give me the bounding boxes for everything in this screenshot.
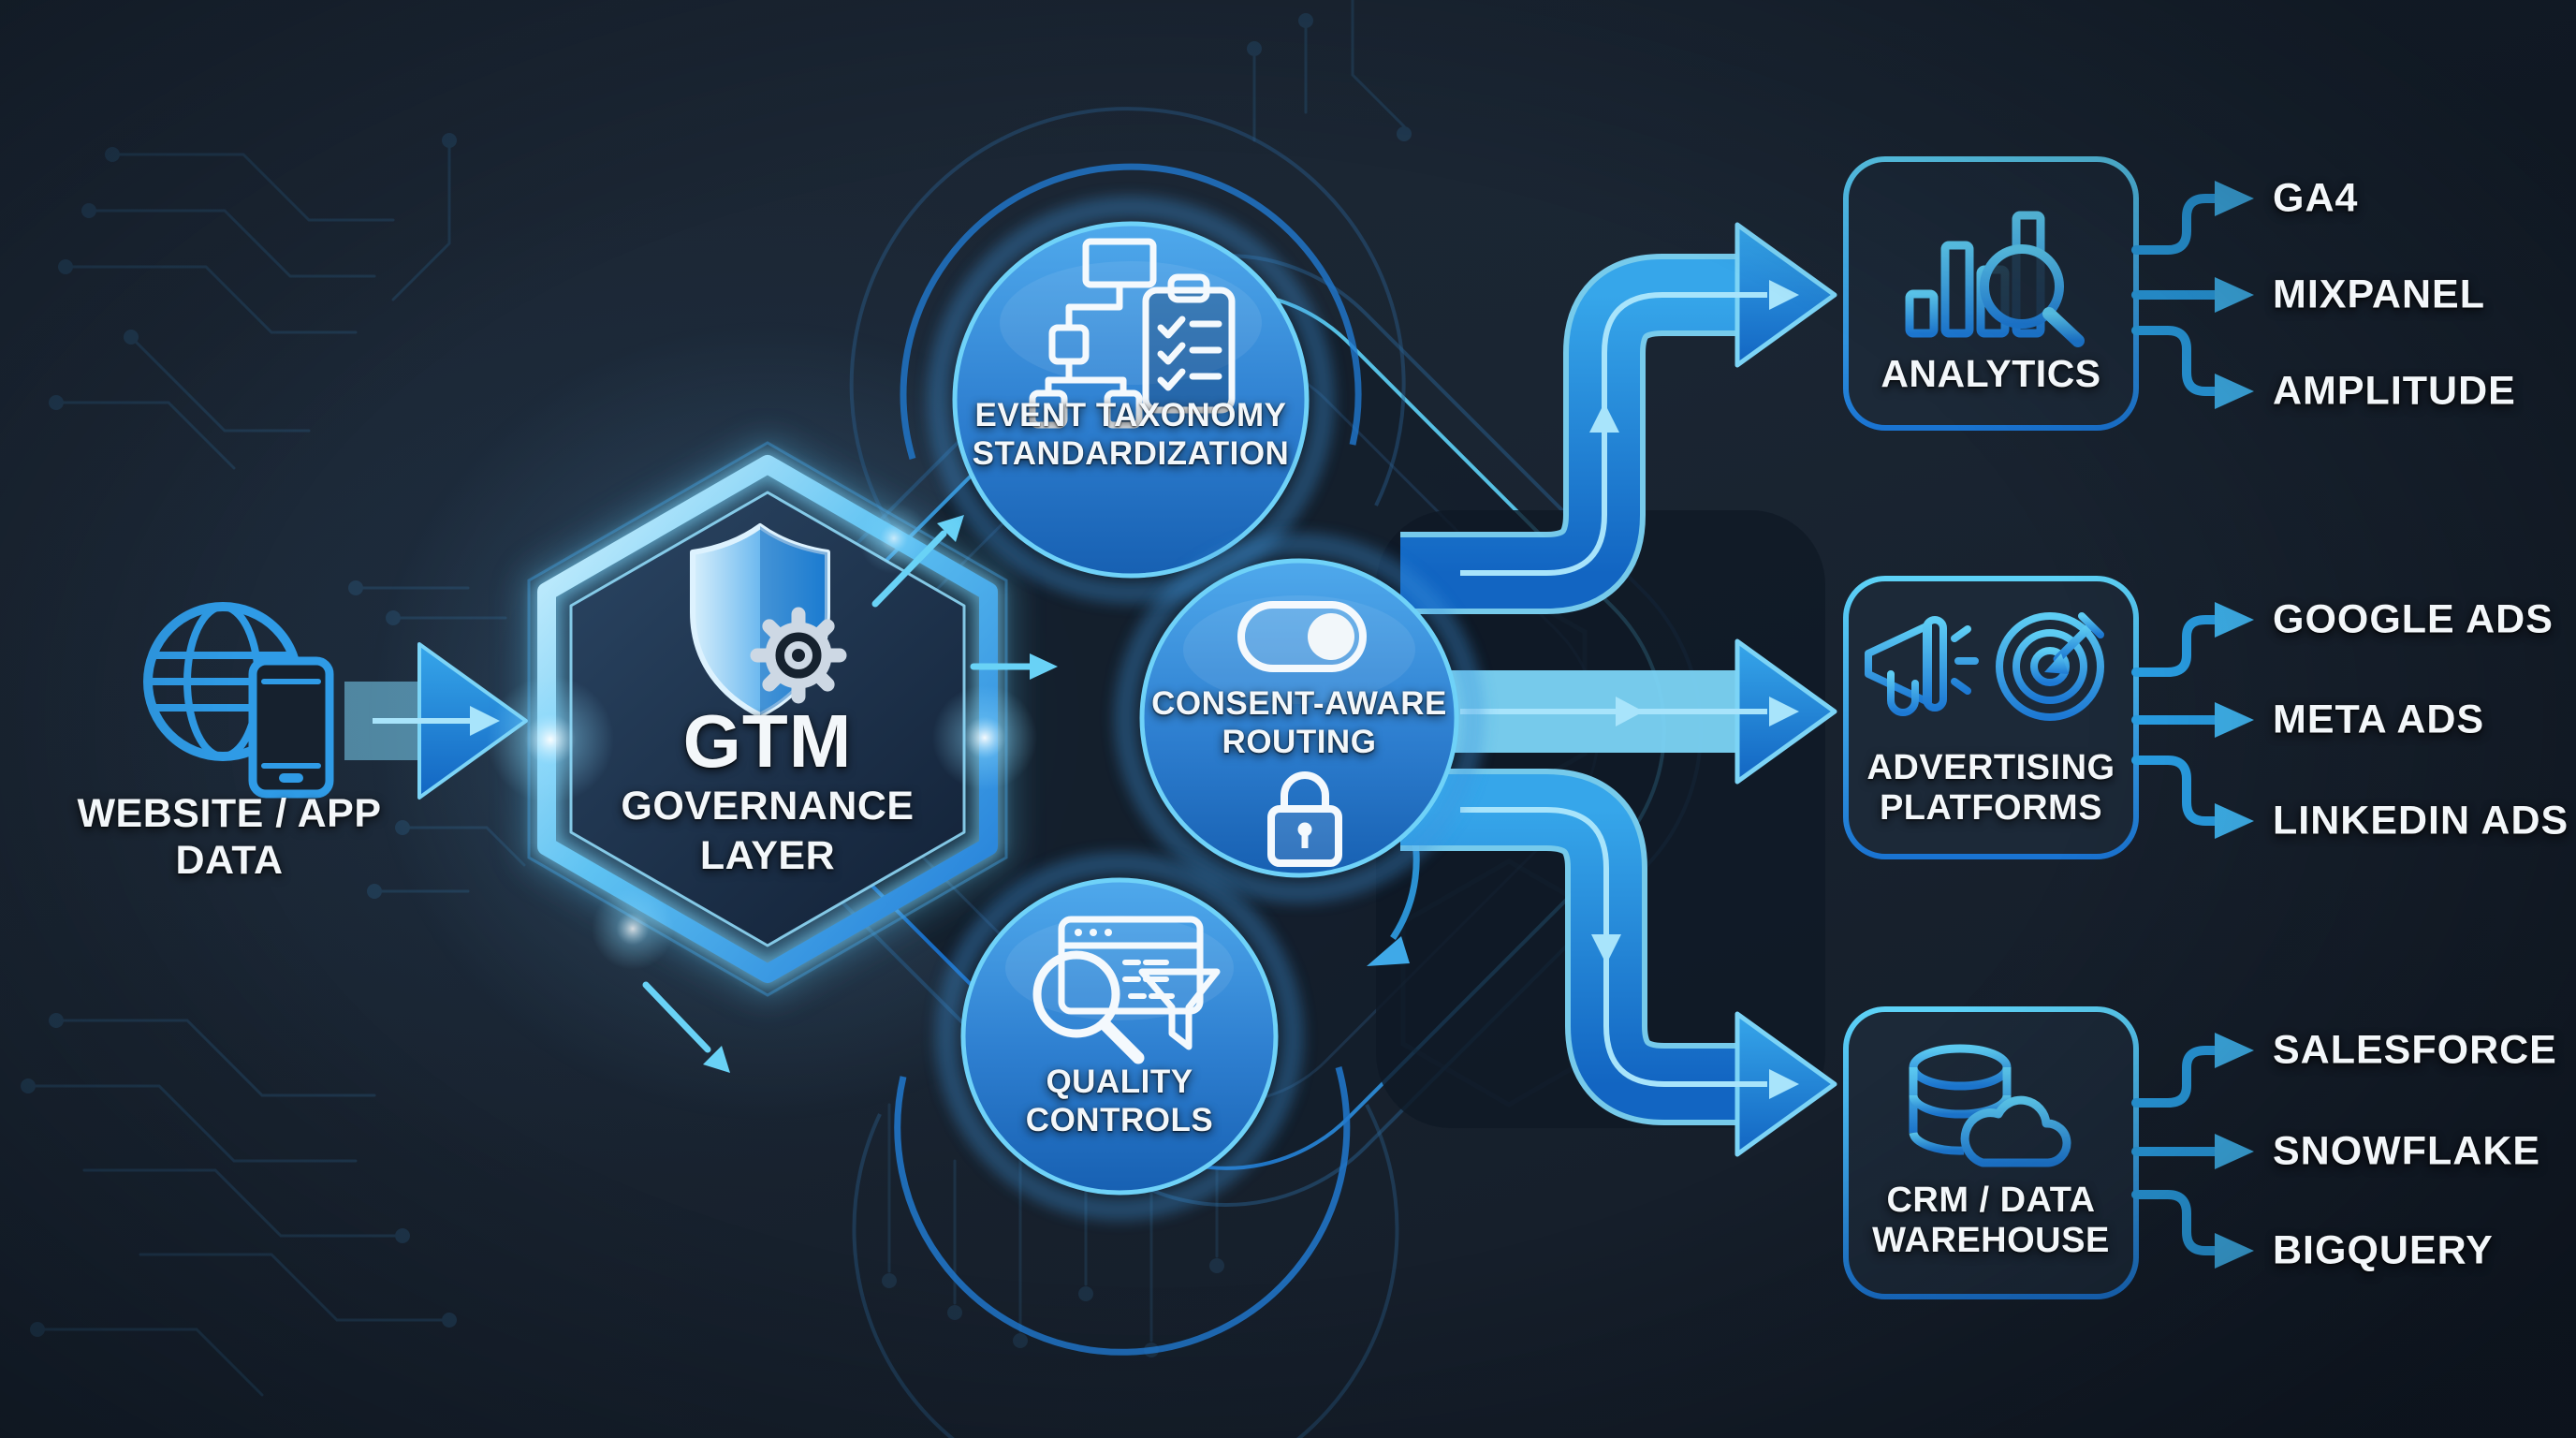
bar-chart-magnifier-icon	[1905, 211, 2085, 347]
panel-crm	[1843, 1006, 2139, 1299]
hub-hexagon	[487, 438, 1037, 1000]
panel-analytics-title: ANALYTICS	[1881, 352, 2101, 395]
target-salesforce: SALESFORCE	[2273, 1027, 2557, 1073]
circuit-traces	[21, 0, 1412, 1397]
target-mixpanel: MIXPANEL	[2273, 271, 2485, 317]
hub-title: GTM	[682, 699, 853, 783]
globe-phone-icon	[143, 602, 334, 799]
consent-line1: CONSENT-AWARE	[1151, 685, 1447, 722]
flow-arrow-advertising	[1404, 638, 1837, 785]
panel-analytics	[1843, 156, 2139, 431]
crm-title-line1: CRM / DATA	[1886, 1181, 2096, 1220]
hub-subtitle-line1: GOVERNANCE	[621, 784, 915, 829]
flow-arrow-analytics	[1400, 222, 1837, 614]
orbit-arcs	[849, 107, 1420, 1438]
module-quality-label: QUALITY CONTROLS	[960, 1064, 1279, 1139]
taxonomy-line1: EVENT TAXONOMY	[974, 397, 1287, 433]
panel-advertising	[1843, 576, 2139, 859]
org-chart-clipboard-icon	[1029, 238, 1236, 429]
connector-arrowhead-icons	[2215, 181, 2254, 1269]
toggle-lock-icon	[1237, 601, 1367, 867]
crm-title-line2: WAREHOUSE	[1872, 1221, 2110, 1261]
panel-advertising-title: ADVERTISING PLATFORMS	[1855, 748, 2127, 829]
consent-line2: ROUTING	[1222, 723, 1377, 760]
module-taxonomy-label: EVENT TAXONOMY STANDARDIZATION	[958, 397, 1304, 473]
browser-magnifier-funnel-icon	[1032, 916, 1221, 1064]
module-consent-label: CONSENT-AWARE ROUTING	[1140, 685, 1458, 761]
arc-arrowhead-icon	[1367, 936, 1410, 966]
advertising-title-line2: PLATFORMS	[1879, 788, 2103, 829]
target-google-ads: GOOGLE ADS	[2273, 596, 2554, 642]
database-cloud-icon	[1909, 1044, 2071, 1167]
target-snowflake: SNOWFLAKE	[2273, 1128, 2541, 1174]
megaphone-target-icon	[1865, 612, 2104, 721]
advertising-title-line1: ADVERTISING	[1866, 748, 2115, 787]
shield-gear-icon	[690, 523, 847, 718]
source-label-line2: DATA	[175, 837, 284, 883]
target-meta-ads: META ADS	[2273, 697, 2485, 742]
source-label-line1: WEBSITE / APP	[77, 791, 382, 836]
module-consent-circle	[1114, 533, 1485, 903]
hub-label: GTM GOVERNANCE LAYER	[580, 704, 955, 879]
hub-subtitle-line2: LAYER	[699, 833, 836, 879]
source-arrow	[337, 642, 528, 800]
module-taxonomy-circle	[927, 196, 1335, 604]
target-connectors	[2131, 181, 2254, 1269]
quality-line2: CONTROLS	[1025, 1101, 1214, 1138]
source-label: WEBSITE / APP DATA	[66, 791, 393, 885]
target-amplitude: AMPLITUDE	[2273, 368, 2516, 414]
panel-crm-title: CRM / DATA WAREHOUSE	[1855, 1181, 2127, 1262]
target-ga4: GA4	[2273, 175, 2359, 221]
hub-module-arrows	[642, 515, 1058, 1073]
target-linkedin-ads: LINKEDIN ADS	[2273, 798, 2569, 844]
flow-arrow-crm	[1400, 769, 1837, 1157]
taxonomy-line2: STANDARDIZATION	[972, 434, 1290, 472]
module-quality-circle	[935, 852, 1304, 1221]
quality-line1: QUALITY	[1046, 1064, 1193, 1100]
target-bigquery: BIGQUERY	[2273, 1227, 2494, 1273]
